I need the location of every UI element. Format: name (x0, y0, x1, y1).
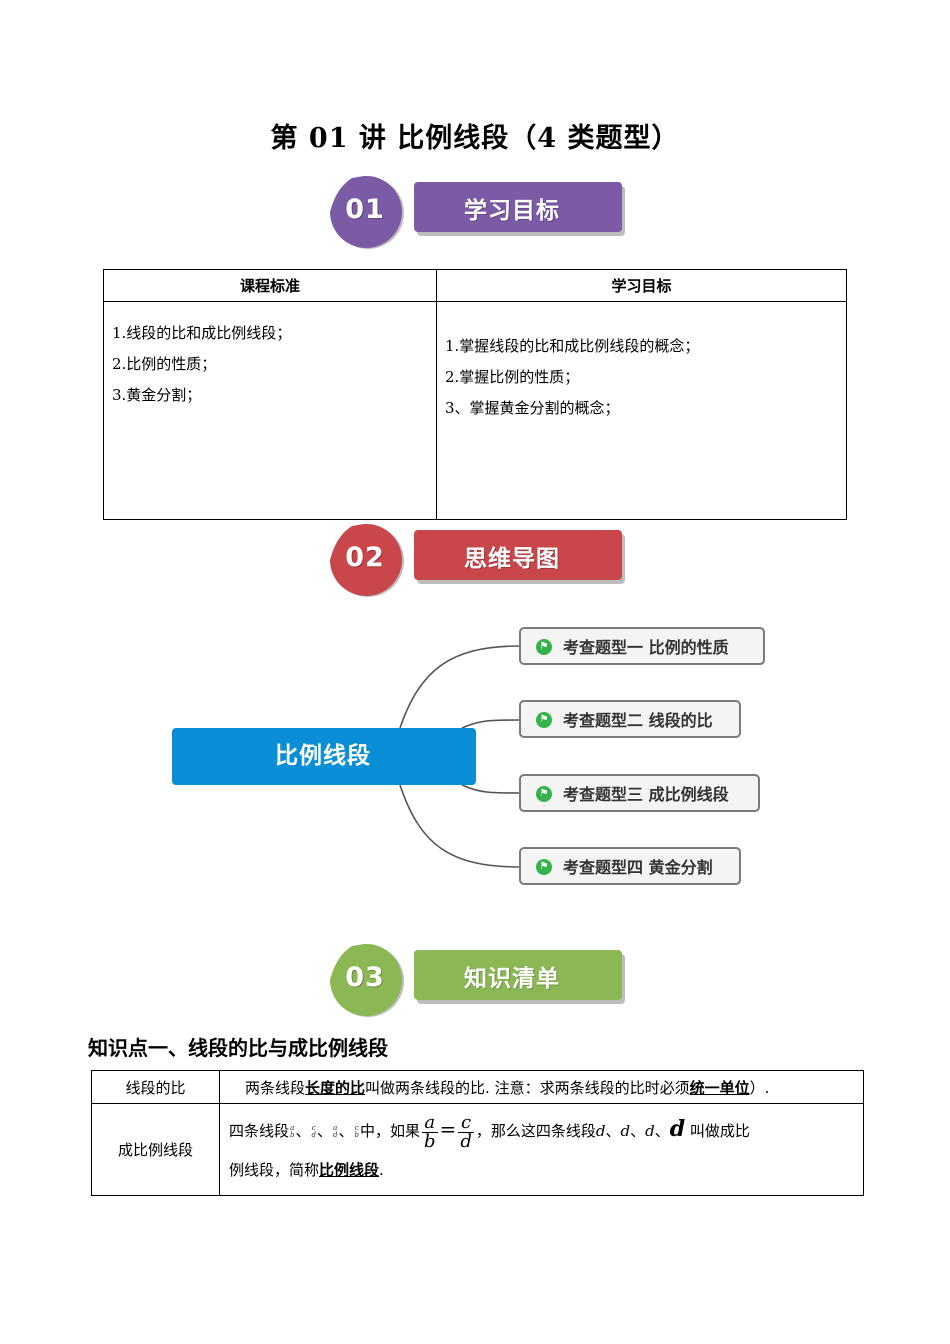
table-header: 学习目标 (436, 269, 847, 302)
text-run: 叫做成比 (689, 1122, 750, 1140)
section-label-bar: 思维导图 (414, 530, 622, 580)
math-letter: d (595, 1122, 606, 1140)
separator: 、 (338, 1122, 354, 1140)
mindmap-node: ⚑ 考查题型一 比例的性质 (519, 627, 765, 665)
knowledge-heading: 知识点一、线段的比与成比例线段 (88, 1036, 388, 1060)
separator: 、 (295, 1122, 311, 1140)
math-letter: d (620, 1122, 631, 1140)
emphasis-text: 比例线段 (319, 1160, 380, 1179)
standards-cell: 1.线段的比和成比例线段； 2.比例的性质； 3.黄金分割； (103, 301, 437, 520)
section-label: 学习目标 (464, 198, 560, 224)
objective-item: 1.掌握线段的比和成比例线段的概念； (445, 337, 700, 355)
section-badge-knowledge: 03 知识清单 (322, 940, 632, 1020)
math-letter: d (645, 1122, 655, 1140)
section-label: 思维导图 (464, 546, 560, 572)
mindmap-node-label: 考查题型二 线段的比 (563, 711, 713, 730)
mindmap-node-label: 考查题型四 黄金分割 (563, 858, 713, 877)
text-run: 两条线段 (245, 1078, 306, 1097)
objectives-cell: 1.掌握线段的比和成比例线段的概念； 2.掌握比例的性质； 3、掌握黄金分割的概… (436, 301, 847, 520)
knowledge-table: 线段的比 两条线段长度的比叫做两条线段的比. 注意：求两条线段的比时必须统一单位… (91, 1070, 864, 1196)
mindmap-node-label: 考查题型一 比例的性质 (563, 638, 729, 657)
separator: 、 (317, 1122, 333, 1140)
page-title: 第 01 讲 比例线段（4 类题型） (270, 123, 680, 154)
table-header: 课程标准 (103, 269, 437, 302)
flag-icon: ⚑ (536, 639, 552, 655)
badge-circle-fill (330, 523, 402, 596)
math-letter: d (669, 1116, 686, 1142)
section-label-bar: 学习目标 (414, 182, 622, 232)
flag-icon: ⚑ (536, 712, 552, 728)
separator: 、 (630, 1122, 646, 1140)
flag-icon: ⚑ (536, 786, 552, 802)
section-badge-mindmap: 02 思维导图 (322, 520, 632, 600)
emphasis-text: 长度的比 (305, 1078, 366, 1097)
section-number: 03 (345, 962, 385, 993)
badge-circle-shape (330, 943, 404, 1017)
badge-circle-fill (330, 175, 402, 248)
goals-table: 课程标准 学习目标 1.线段的比和成比例线段； 2.比例的性质； 3.黄金分割；… (103, 269, 847, 520)
text-run: 例线段，简称 (229, 1160, 320, 1179)
badge-circle-shape (330, 175, 404, 249)
mindmap-node: ⚑ 考查题型二 线段的比 (519, 700, 741, 738)
objective-item: 3、掌握黄金分割的概念； (445, 399, 620, 417)
badge-circle-shape (330, 523, 404, 597)
text-run: ，那么这四条线段 (475, 1122, 596, 1140)
text-run: 中，如果 (360, 1122, 421, 1140)
separator: 、 (654, 1122, 670, 1140)
term-label: 成比例线段 (91, 1103, 220, 1196)
text-run: ）. (749, 1078, 770, 1097)
section-label-bar: 知识清单 (414, 950, 622, 1000)
standard-item: 1.线段的比和成比例线段； (112, 324, 292, 342)
separator: 、 (605, 1122, 621, 1140)
section-number: 02 (345, 542, 385, 573)
section-number: 01 (345, 194, 385, 225)
standard-item: 3.黄金分割； (112, 386, 202, 404)
mindmap-node: ⚑ 考查题型四 黄金分割 (519, 847, 741, 885)
emphasis-text: 统一单位 (689, 1078, 750, 1097)
section-badge-goals: 01 学习目标 (322, 172, 632, 252)
equals-sign: = (439, 1117, 457, 1141)
flag-icon: ⚑ (536, 859, 552, 875)
text-run: 叫做两条线段的比. 注意：求两条线段的比时必须 (365, 1078, 690, 1097)
objective-item: 2.掌握比例的性质； (445, 368, 580, 386)
mindmap-central-node: 比例线段 (172, 728, 476, 785)
standard-item: 2.比例的性质； (112, 355, 217, 373)
mindmap-node-label: 考查题型三 成比例线段 (563, 785, 729, 804)
section-label: 知识清单 (464, 966, 560, 992)
term-label: 线段的比 (91, 1070, 220, 1104)
term-definition: 两条线段长度的比叫做两条线段的比. 注意：求两条线段的比时必须统一单位）. (219, 1070, 864, 1104)
mindmap-node: ⚑ 考查题型三 成比例线段 (519, 774, 760, 812)
text-run: . (379, 1160, 384, 1179)
text-run: 四条线段 (229, 1122, 290, 1140)
badge-circle-fill (330, 943, 402, 1016)
